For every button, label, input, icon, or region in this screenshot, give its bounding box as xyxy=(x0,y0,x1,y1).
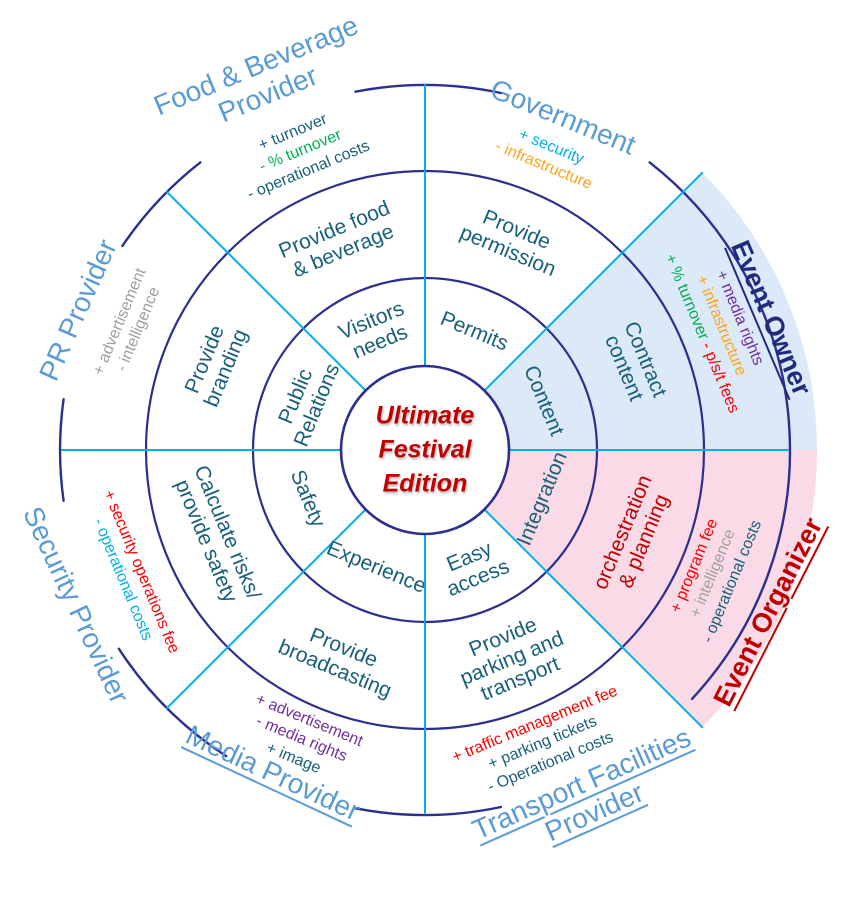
spoke-southeast xyxy=(483,508,704,729)
outer-arc-right xyxy=(648,161,792,701)
spoke-northeast xyxy=(483,171,704,392)
outer-arc-bottom xyxy=(354,805,503,817)
wedge-event-organizer xyxy=(484,450,817,728)
center-hub-circle xyxy=(339,364,511,536)
spoke-southwest xyxy=(165,508,367,710)
wedge-event-owner xyxy=(484,172,817,451)
center-title: Ultimate Festival Edition xyxy=(375,401,475,497)
outer-arc-top-left xyxy=(121,161,202,248)
outer-arc-top xyxy=(354,83,503,95)
outer-arc-left xyxy=(58,398,65,502)
spoke-northwest xyxy=(165,190,367,392)
